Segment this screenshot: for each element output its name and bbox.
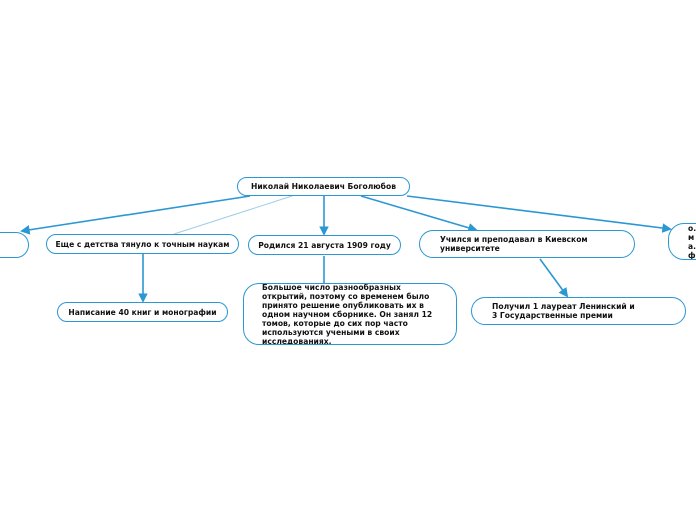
left-branch-node[interactable] — [0, 232, 29, 258]
leaf-node-books-label: Написание 40 книг и монографии — [68, 307, 217, 317]
branch-node-childhood-label: Еще с детства тянуло к точным наукам — [55, 239, 230, 249]
right-branch-node[interactable]: Со... ма... фи... — [668, 223, 696, 260]
link-kiev-to-prizes — [539, 258, 569, 298]
link-root-to-kiev — [360, 195, 478, 233]
root-node[interactable]: Николай Николаевич Боголюбов — [237, 177, 410, 196]
root-node-label: Николай Николаевич Боголюбов — [250, 182, 397, 191]
link-root-to-right-node — [406, 195, 672, 233]
branch-node-childhood[interactable]: Еще с детства тянуло к точным наукам — [46, 234, 239, 254]
branch-node-kiev-label: Учился и преподавал в Киевском университ… — [440, 235, 588, 253]
branch-node-born-label: Родился 21 августа 1909 году — [258, 240, 391, 250]
link-root-to-left-node — [20, 195, 251, 235]
leaf-node-books[interactable]: Написание 40 книг и монографии — [57, 302, 228, 322]
branch-node-kiev[interactable]: Учился и преподавал в Киевском университ… — [419, 230, 635, 258]
link-root-to-childhood — [173, 195, 293, 235]
branch-node-born[interactable]: Родился 21 августа 1909 году — [248, 235, 401, 255]
leaf-node-prizes-label: Получил 1 лауреат Ленинский и 3 Государс… — [492, 302, 635, 320]
right-branch-node-label: Со... ма... фи... — [688, 223, 696, 260]
leaf-node-prizes[interactable]: Получил 1 лауреат Ленинский и 3 Государс… — [471, 297, 686, 325]
leaf-node-works-label: Большое число разнообразных открытий, по… — [262, 283, 433, 345]
leaf-node-works[interactable]: Большое число разнообразных открытий, по… — [243, 283, 457, 345]
